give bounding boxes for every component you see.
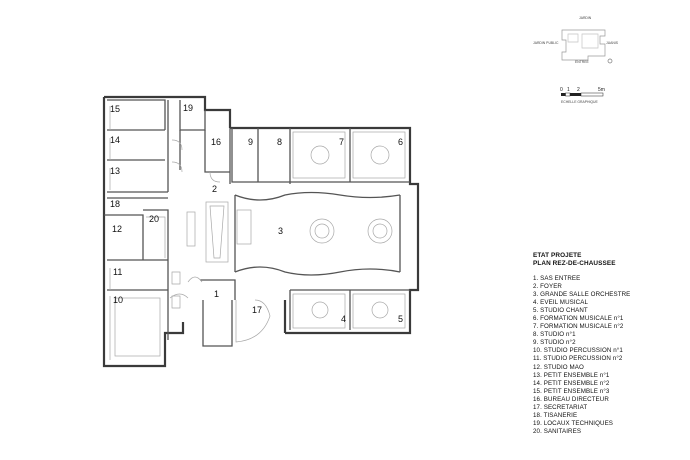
legend-item: 2. FOYER (533, 283, 562, 291)
legend-item: 5. STUDIO CHANT (533, 307, 588, 315)
room-legend: ETAT PROJETE PLAN REZ-DE-CHAUSSEE 1. SAS… (533, 252, 630, 436)
room-label-3: 3 (278, 226, 283, 236)
plan-title: ETAT PROJETE (533, 252, 582, 259)
room-label-17: 17 (252, 305, 262, 315)
legend-item: 17. SECRETARIAT (533, 403, 588, 411)
room-label-10: 10 (113, 295, 123, 305)
room-label-13: 13 (110, 166, 120, 176)
room-label-16: 16 (211, 137, 221, 147)
scale-tick-5m: 5m (598, 87, 605, 93)
legend-item: 12. STUDIO MAO (533, 363, 584, 371)
room-label-2: 2 (212, 184, 217, 194)
scale-bar (561, 92, 604, 97)
scale-caption: ECHELLE GRAPHIQUE (561, 100, 598, 104)
keyplan-east: JUANIS (606, 41, 619, 45)
room-label-19: 19 (183, 103, 193, 113)
room-label-11: 11 (113, 267, 122, 277)
room-label-20: 20 (149, 214, 159, 224)
room-label-5: 5 (398, 314, 403, 324)
legend-item: 16. BUREAU DIRECTEUR (533, 395, 609, 403)
keyplan-north: JARDIN (579, 16, 592, 20)
legend-item: 4. EVEIL MUSICAL (533, 299, 589, 307)
plan-inner-walls (104, 99, 410, 347)
room-label-12: 12 (112, 224, 122, 234)
room-label-15: 15 (110, 104, 120, 114)
key-plan (561, 29, 613, 64)
scale-tick-0: 0 (560, 87, 563, 93)
legend-item: 14. PETIT ENSEMBLE n°2 (533, 379, 610, 387)
legend-item: 1. SAS ENTREE (533, 275, 581, 282)
room-label-4: 4 (341, 314, 346, 324)
room-label-1: 1 (214, 289, 219, 299)
room-label-8: 8 (277, 137, 282, 147)
room-label-7: 7 (339, 137, 344, 147)
scale-tick-1: 1 (567, 87, 570, 93)
legend-item: 8. STUDIO n°1 (533, 331, 576, 339)
room-label-14: 14 (110, 135, 120, 145)
scale-tick-2: 2 (577, 87, 580, 93)
legend-item: 9. STUDIO n°2 (533, 339, 576, 347)
plan-subtitle: PLAN REZ-DE-CHAUSSEE (533, 259, 616, 267)
legend-item: 3. GRANDE SALLE ORCHESTRE (533, 291, 631, 299)
legend-item: 15. PETIT ENSEMBLE n°3 (533, 387, 610, 395)
legend-item: 7. FORMATION MUSICALE n°2 (533, 323, 624, 331)
legend-item: 19. LOCAUX TECHNIQUES (533, 419, 614, 427)
plan-outer-walls (102, 95, 420, 368)
legend-item: 11. STUDIO PERCUSSION n°2 (533, 355, 623, 363)
room-label-18: 18 (110, 199, 120, 209)
keyplan-west: JARDIN PUBLIC (533, 41, 559, 45)
plan-details (109, 106, 406, 360)
keyplan-south: ENTREE (575, 60, 589, 64)
legend-item: 10. STUDIO PERCUSSION n°1 (533, 347, 623, 355)
room-label-6: 6 (398, 137, 403, 147)
legend-item: 13. PETIT ENSEMBLE n°1 (533, 371, 610, 379)
room-label-9: 9 (248, 137, 253, 147)
legend-item: 6. FORMATION MUSICALE n°1 (533, 315, 624, 323)
legend-item: 20. SANITAIRES (533, 427, 582, 435)
legend-item: 18. TISANERIE (533, 411, 578, 419)
